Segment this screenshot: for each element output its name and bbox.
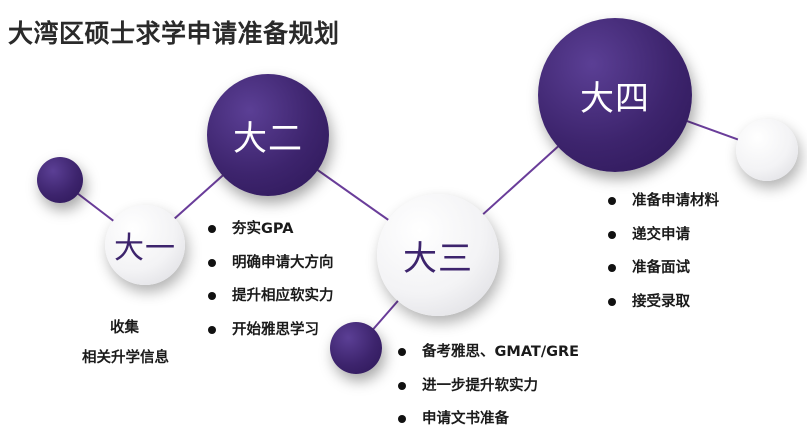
year3-bullet-list: 备考雅思、GMAT/GRE 进一步提升软实力 申请文书准备	[396, 342, 579, 443]
year4-bullet-list: 准备申请材料 递交申请 准备面试 接受录取	[606, 191, 719, 325]
stage-label-year3: 大三	[403, 238, 473, 279]
year3-bullet-item: 备考雅思、GMAT/GRE	[396, 342, 579, 376]
year4-bullet-item: 准备面试	[606, 258, 719, 292]
year1-item: 收集	[110, 320, 139, 336]
stage-circle-year1: 大一	[105, 205, 185, 285]
year1-item: 相关升学信息	[82, 350, 169, 366]
stage-label-year1: 大一	[114, 231, 176, 266]
year2-bullet-list: 夯实GPA 明确申请大方向 提升相应软实力 开始雅思学习	[206, 219, 334, 353]
stage-label-year2: 大二	[233, 118, 303, 159]
stage-circle-year4: 大四	[538, 18, 692, 172]
year2-bullet-item: 提升相应软实力	[206, 286, 334, 320]
year3-bullet-item: 进一步提升软实力	[396, 376, 579, 410]
decorative-dot-left	[37, 157, 83, 203]
page-title: 大湾区硕士求学申请准备规划	[8, 19, 340, 48]
stage-circle-year2: 大二	[207, 74, 329, 196]
year4-bullet-item: 准备申请材料	[606, 191, 719, 225]
year4-bullet-item: 递交申请	[606, 225, 719, 259]
year2-bullet-item: 夯实GPA	[206, 219, 334, 253]
year2-bullet-item: 明确申请大方向	[206, 253, 334, 287]
decorative-dot-right	[736, 119, 798, 181]
year3-bullet-item: 申请文书准备	[396, 409, 579, 443]
year2-bullet-item: 开始雅思学习	[206, 320, 334, 354]
decorative-dot-bottom	[330, 322, 382, 374]
year4-bullet-item: 接受录取	[606, 292, 719, 326]
stage-circle-year3: 大三	[377, 194, 499, 316]
stage-label-year4: 大四	[580, 78, 650, 119]
